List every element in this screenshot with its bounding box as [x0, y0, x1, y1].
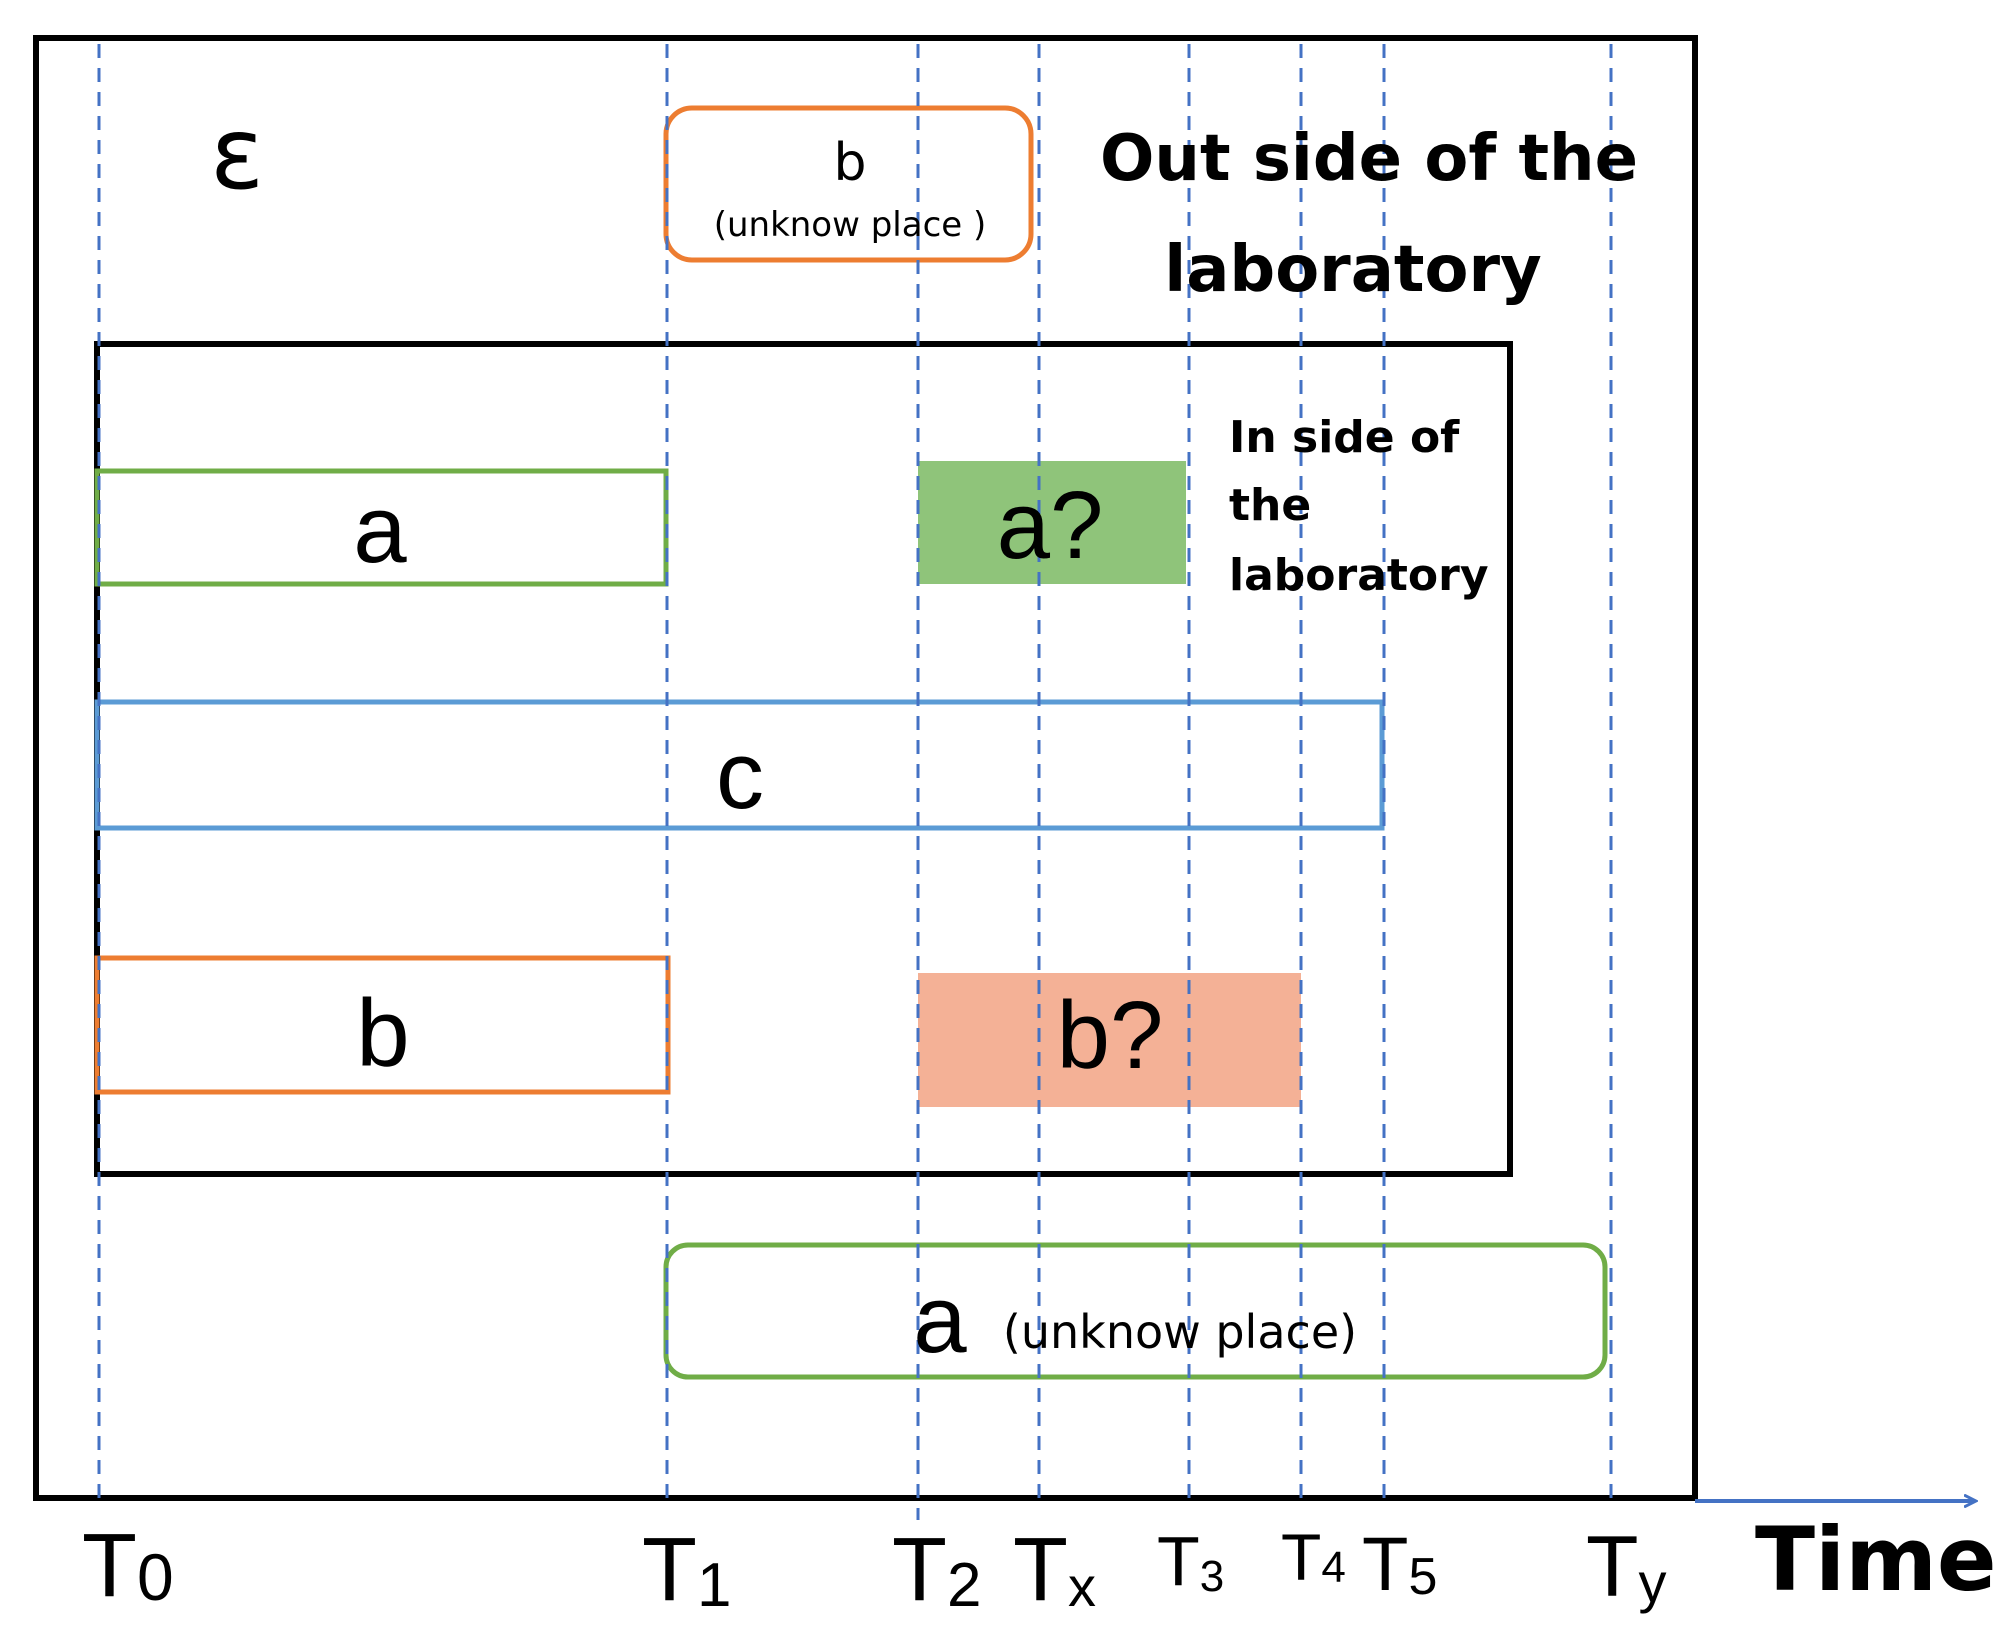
a-inside-label: a — [353, 476, 407, 583]
a-question-box — [918, 461, 1186, 584]
a-unknown-place-box — [663, 1242, 1608, 1380]
a-unknown-place-label: a — [913, 1266, 967, 1373]
b-inside-box — [94, 955, 671, 1095]
inside-lab-label-line1: In side of — [1229, 412, 1460, 463]
outside-lab-label-line2: laboratory — [1164, 233, 1542, 307]
time-mark-labels: T0 T1 T2 Tx T3 T4 T5 Ty — [82, 1516, 1667, 1620]
time-mark-t4: T4 — [1281, 1520, 1346, 1594]
a-unknown-place-sublabel: (unknow place) — [1003, 1305, 1357, 1359]
time-mark-t0: T0 — [82, 1516, 174, 1616]
b-unknown-place-box — [663, 105, 1034, 263]
outside-lab-frame — [33, 35, 1698, 1501]
time-mark-t5: T5 — [1362, 1522, 1437, 1607]
inside-lab-label-line2: the — [1229, 480, 1311, 531]
time-mark-tx: Tx — [1013, 1520, 1096, 1620]
c-label: c — [716, 722, 764, 829]
b-question-label: b? — [1057, 982, 1164, 1089]
time-mark-ty: Ty — [1586, 1519, 1667, 1615]
time-mark-t2: T2 — [892, 1520, 981, 1620]
b-unknown-place-label: b — [833, 133, 866, 193]
a-question-label: a? — [997, 472, 1104, 579]
time-guide-lines — [97, 44, 1613, 1520]
b-unknown-place-sublabel: (unknow place ) — [714, 205, 987, 245]
time-mark-t3: T3 — [1157, 1522, 1224, 1601]
epsilon-symbol: ε — [210, 95, 264, 212]
outside-lab-label-line1: Out side of the — [1100, 122, 1638, 196]
time-mark-t1: T1 — [642, 1520, 731, 1620]
c-box — [94, 699, 1385, 831]
inside-lab-label-line3: laboratory — [1229, 550, 1489, 601]
b-question-box — [918, 973, 1301, 1107]
b-inside-label: b — [356, 980, 409, 1087]
time-axis-label: Time — [1755, 1508, 1997, 1611]
